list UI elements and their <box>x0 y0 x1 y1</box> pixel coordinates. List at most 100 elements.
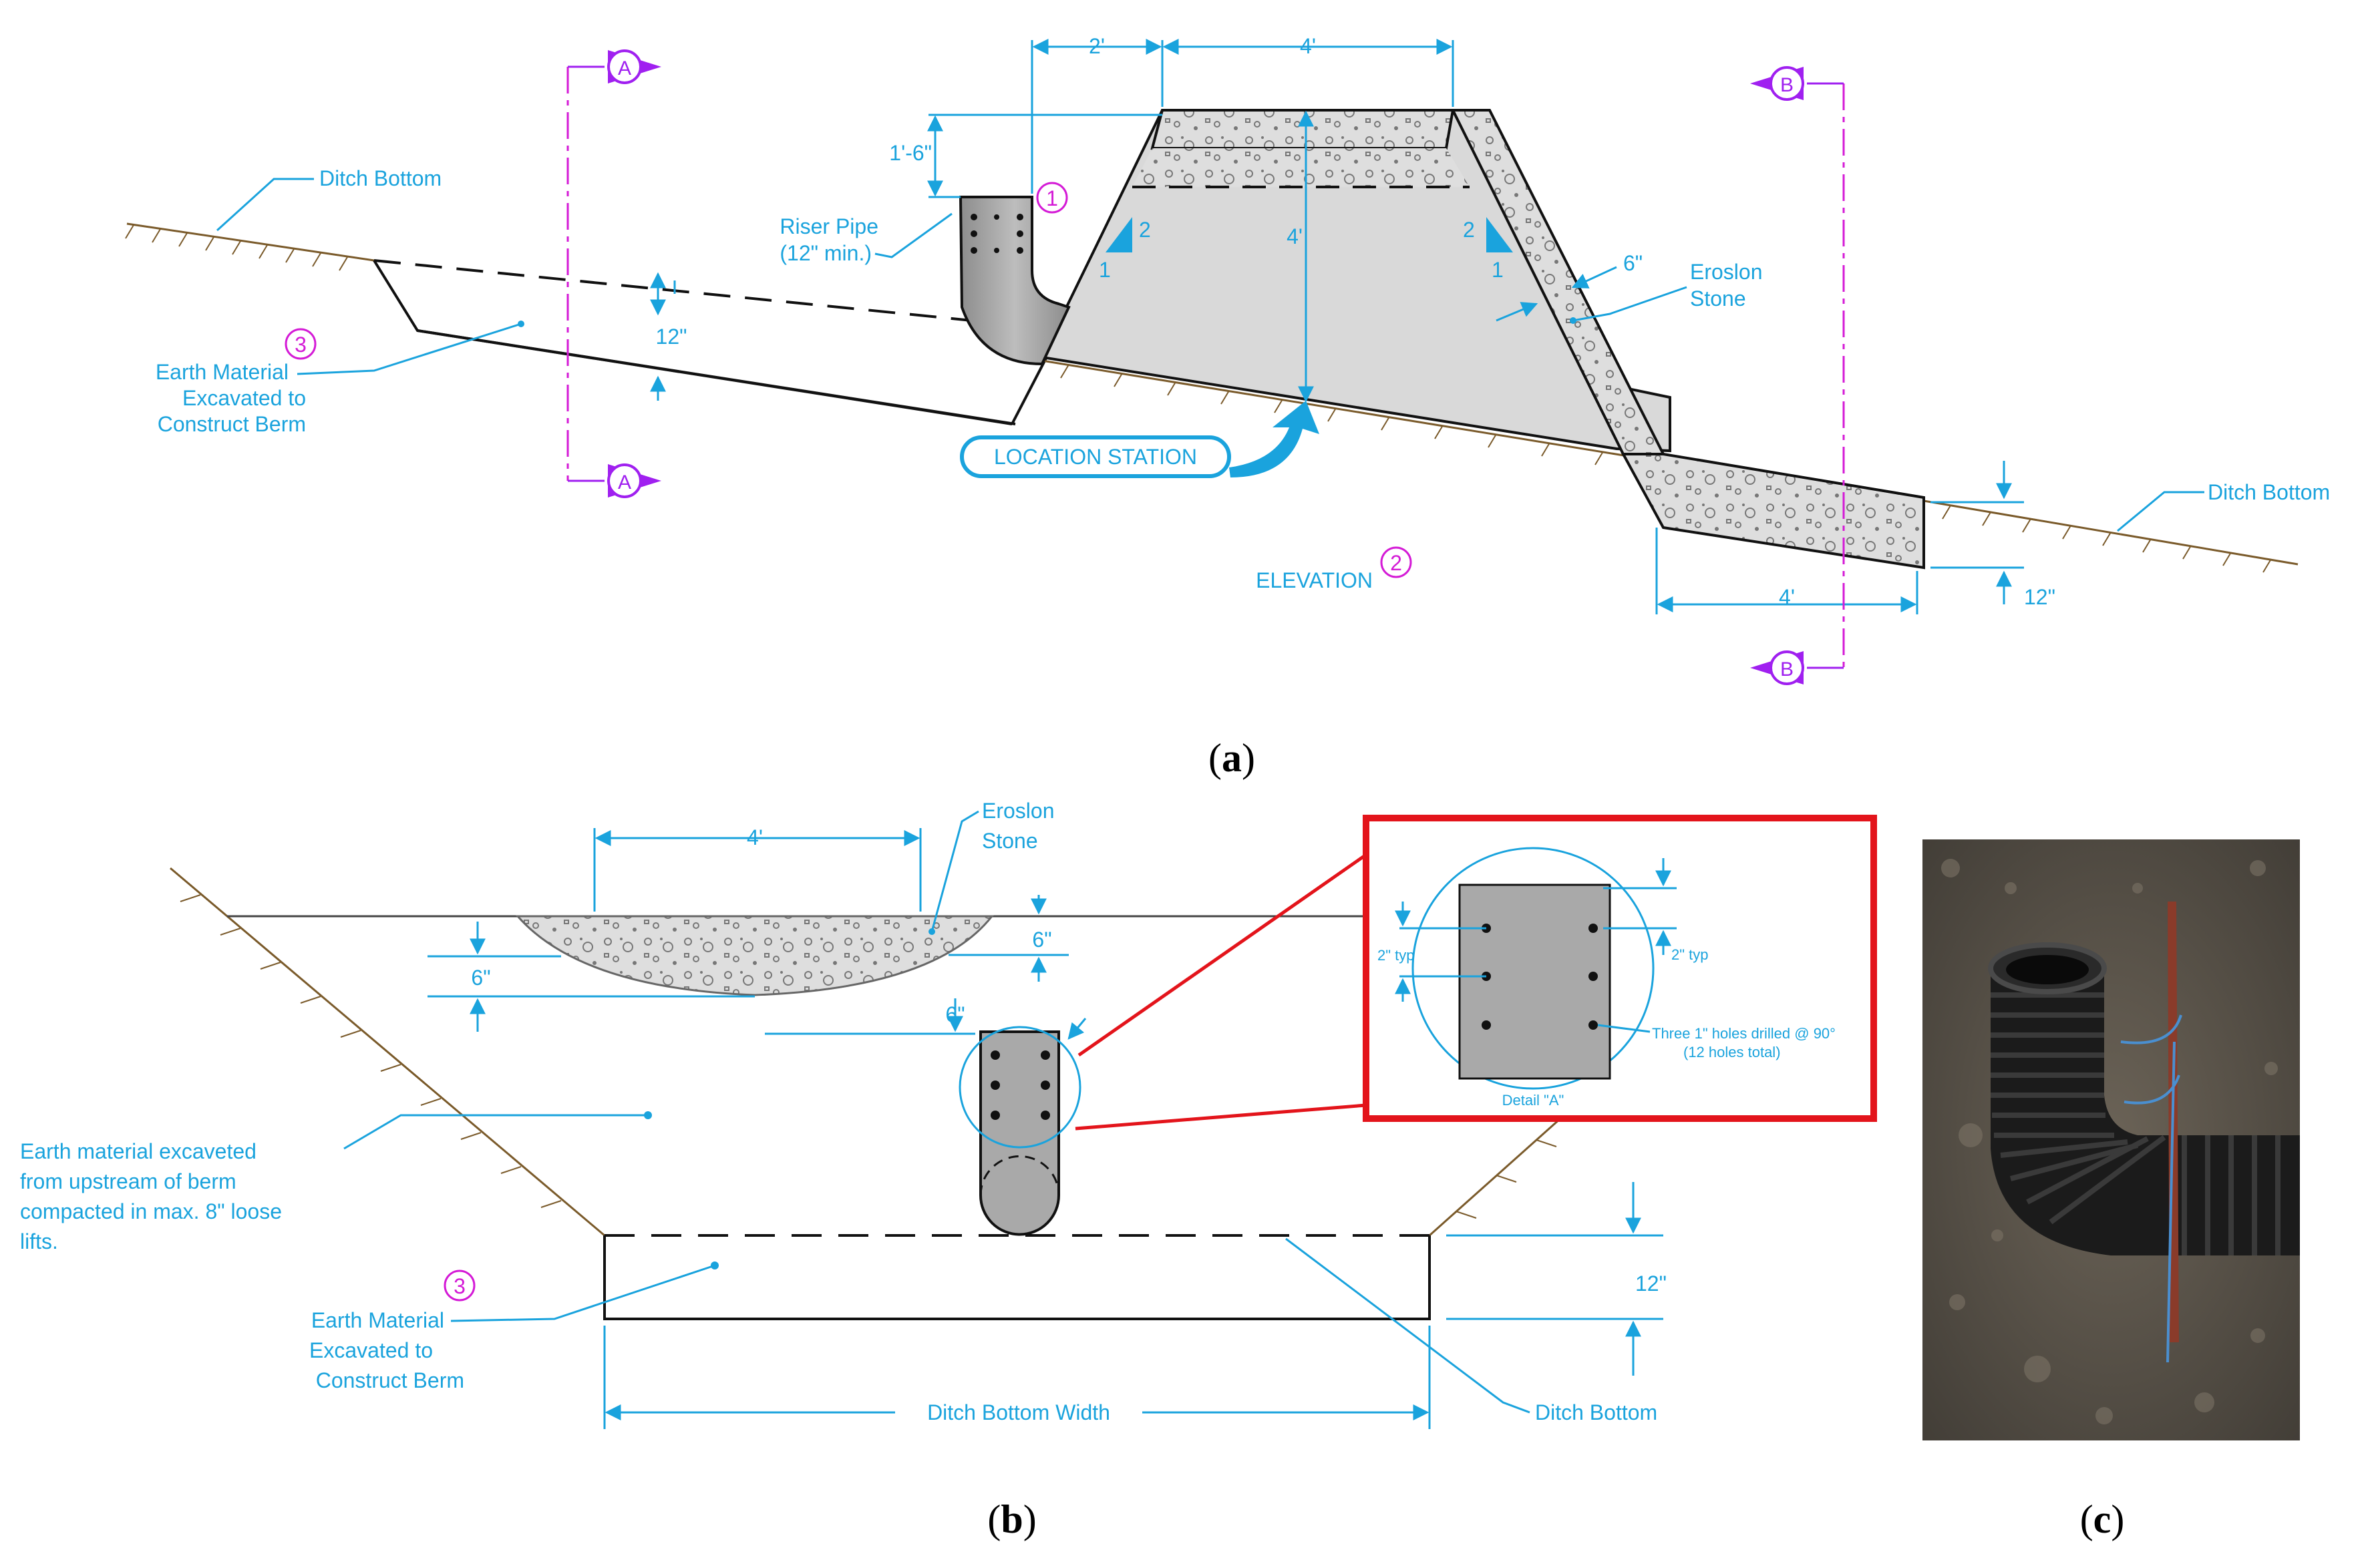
leader-dot <box>644 1111 652 1119</box>
dim-riser-text: 1'-6" <box>889 141 932 165</box>
label-earth-b-3: Construct Berm <box>316 1368 464 1392</box>
pipe-section-holes <box>991 1050 1050 1120</box>
leader-b-earth-up <box>343 1114 648 1150</box>
svg-text:3: 3 <box>295 333 307 357</box>
label-earth-up-3: compacted in max. 8" loose <box>20 1199 282 1223</box>
dim-stone-6in <box>1571 266 1617 288</box>
dim-apron-12-text: 12" <box>2024 585 2055 609</box>
label-ditch-bottom-width: Ditch Bottom Width <box>927 1400 1110 1424</box>
panel-a-elevation: 2' 4' 1'-6" 4' 12" 2 1 2 1 6" <box>125 34 2330 685</box>
dim-b-pipe-6in: 6" <box>945 1002 965 1026</box>
callout-2: 2 <box>1380 546 1412 578</box>
label-earth-b-1: Earth Material <box>311 1308 444 1332</box>
detail-holes-leader <box>1597 1024 1651 1033</box>
caption-a: (a) <box>1208 736 1255 780</box>
svg-text:2: 2 <box>1139 218 1151 242</box>
detail-holes-note-1: Three 1" holes drilled @ 90° <box>1652 1025 1836 1042</box>
dim-2ft-text: 2' <box>1089 34 1105 58</box>
ground-hatch-right <box>1942 505 2272 573</box>
svg-text:B: B <box>1780 658 1794 680</box>
dim-berm-text: 4' <box>1287 224 1303 248</box>
section-arrow-icon: B <box>1750 66 1804 101</box>
detail-pipe <box>1458 884 1611 1080</box>
section-arrow-icon: B <box>1750 650 1804 685</box>
label-earth-up-1: Earth material excaveted <box>20 1139 257 1163</box>
dim-b-6in-left: 6" <box>471 966 490 990</box>
label-ditch-bottom-left: Ditch Bottom <box>319 166 442 190</box>
label-earth-up-4: lifts. <box>20 1229 58 1253</box>
leader-dot <box>1570 317 1576 324</box>
label-earth-a-2: Excavated to <box>182 386 306 410</box>
label-earth-up-2: from upstream of berm <box>20 1169 236 1193</box>
location-station-tag: LOCATION STATION <box>960 401 1319 478</box>
label-erosion-stone-b-1: Eroslon <box>982 799 1055 823</box>
ditch-hatch-right <box>1456 1103 1597 1219</box>
ground-hatch-left <box>125 224 348 271</box>
slope-triangle-icon-right: 2 1 <box>1463 217 1513 282</box>
label-erosion-stone-b-2: Stone <box>982 829 1038 853</box>
pipe-section <box>979 1030 1060 1236</box>
zoom-line-top <box>1077 853 1367 1057</box>
width-label-bg <box>895 1398 1142 1426</box>
section-a: A A <box>566 49 661 498</box>
stone-cap <box>1150 109 1455 150</box>
photo-corrugated-pipe <box>1988 942 2300 1255</box>
dim-b-6in-right: 6" <box>1032 928 1051 952</box>
svg-text:A: A <box>618 471 631 494</box>
label-riser-pipe-1: Riser Pipe <box>780 214 878 238</box>
leader-earth-a <box>297 323 522 375</box>
stone-apron <box>1621 453 1925 570</box>
caption-c: (c) <box>2080 1497 2125 1541</box>
stone-cap-lower <box>1132 148 1470 187</box>
detail-spacing-right: 2" typ <box>1671 946 1709 963</box>
dim-4ft-text: 4' <box>1300 34 1316 58</box>
detail-title: Detail "A" <box>1502 1092 1564 1109</box>
label-earth-b-2: Excavated to <box>309 1338 433 1362</box>
label-elevation: ELEVATION <box>1256 568 1373 592</box>
stone-swale <box>515 915 995 996</box>
callout-1: 1 <box>1036 182 1068 214</box>
label-ditch-bottom-right: Ditch Bottom <box>2208 480 2330 504</box>
svg-text:1: 1 <box>1492 258 1504 282</box>
detail-a-circle <box>959 1026 1081 1149</box>
label-erosion-stone-a-1: Eroslon <box>1690 260 1763 284</box>
detail-a-panel: 2" typ 2" typ Three 1" holes drilled @ 9… <box>1363 815 1877 1122</box>
zoom-line-bottom <box>1075 1103 1367 1131</box>
ground-hatch-mid <box>1060 364 1604 465</box>
leader-b-ditch-bottom <box>1285 1237 1530 1414</box>
panel-b-section: 4' 6" 6" 6" 12" Ditch Bottom Width Ditch… <box>20 799 1877 1429</box>
leader-dot <box>928 928 935 935</box>
label-riser-pipe-2: (12" min.) <box>780 241 872 265</box>
excavation-bottom-to-berm <box>417 329 1013 425</box>
ditch-slope-left <box>170 867 605 1237</box>
label-earth-a-3: Construct Berm <box>158 412 306 436</box>
dim-stone-6in-text: 6" <box>1623 251 1643 275</box>
dim-b-12in: 12" <box>1635 1271 1667 1296</box>
label-erosion-stone-a-2: Stone <box>1690 286 1746 311</box>
photo-tie-wire <box>2120 1014 2182 1363</box>
leader-ditch-left <box>216 178 314 232</box>
detail-holes-note-2: (12 holes total) <box>1683 1044 1781 1060</box>
leader-b-erosion <box>931 810 979 932</box>
svg-text:2: 2 <box>1463 218 1475 242</box>
caption-b: (b) <box>987 1497 1036 1541</box>
leader-b-earth <box>450 1264 715 1322</box>
leader-dot <box>518 321 524 327</box>
label-location-station: LOCATION STATION <box>994 445 1197 469</box>
excavation-box-b <box>603 1235 1431 1320</box>
svg-text:1: 1 <box>1046 186 1058 210</box>
excavation-outline <box>373 259 1016 425</box>
label-earth-a-1: Earth Material <box>156 360 289 384</box>
leader-erosion-stone-a <box>1572 286 1687 322</box>
ground-left <box>126 222 375 262</box>
detail-spacing-left: 2" typ <box>1377 947 1415 964</box>
dim-apron-4ft-text: 4' <box>1779 585 1795 609</box>
dim-stone-6in-2 <box>1496 302 1538 322</box>
section-arrow-icon: A <box>607 463 661 498</box>
label-b-ditch-bottom: Ditch Bottom <box>1535 1400 1657 1424</box>
section-arrow-icon: A <box>607 49 661 84</box>
slope-triangle-icon-left: 2 1 <box>1099 217 1151 282</box>
svg-text:2: 2 <box>1390 551 1402 575</box>
curved-arrow-icon <box>1229 401 1319 477</box>
